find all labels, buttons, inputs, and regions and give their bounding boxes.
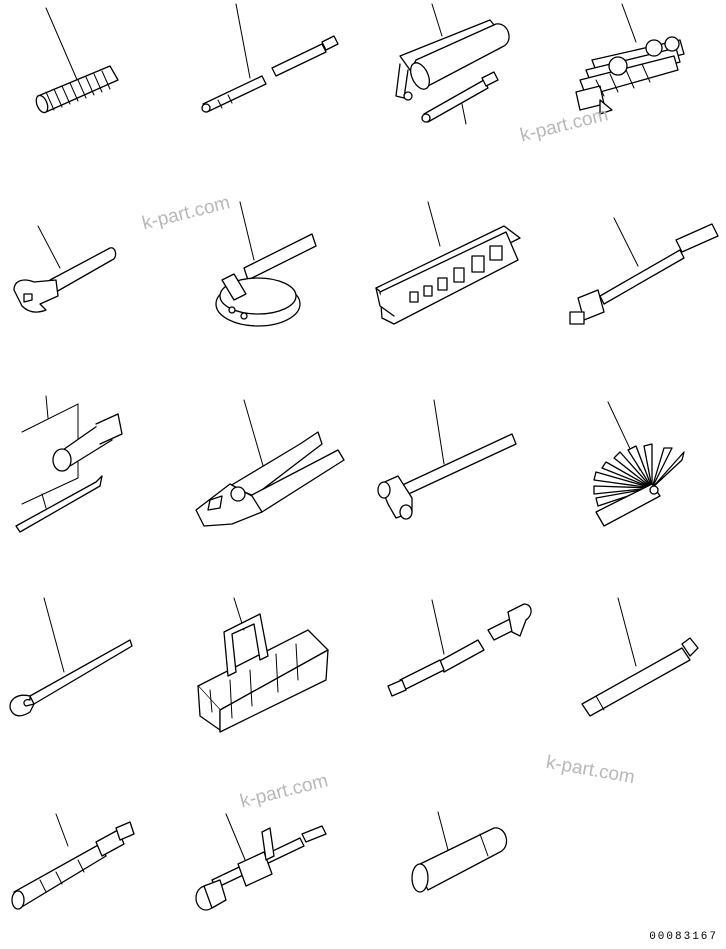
pump-handle-and-bar-illustration bbox=[395, 3, 510, 125]
filter-band-wrench-illustration bbox=[215, 201, 317, 327]
grease-gun-illustration bbox=[387, 599, 532, 697]
long-extension-bar-illustration bbox=[201, 3, 339, 113]
hammer-illustration bbox=[377, 399, 517, 520]
injector-puller-illustration bbox=[11, 813, 135, 910]
feeler-gauge-illustration bbox=[593, 401, 685, 527]
screwdriver-illustration bbox=[581, 597, 699, 717]
slide-hammer-puller-illustration bbox=[195, 813, 327, 911]
document-number: 00083167 bbox=[649, 931, 718, 943]
socket-set-case-illustration bbox=[375, 201, 521, 325]
adjustable-wrench-illustration bbox=[13, 225, 117, 313]
wrench-set-illustration bbox=[575, 3, 685, 115]
pliers-illustration bbox=[195, 399, 345, 527]
socket-wrench-and-bar-illustration bbox=[15, 395, 123, 533]
tool-bag-illustration bbox=[197, 597, 329, 733]
socket-wrench-illustration bbox=[411, 811, 508, 893]
coiled-spring-illustration bbox=[35, 7, 119, 114]
pry-bar-illustration bbox=[9, 597, 133, 717]
socket-extension-bar-illustration bbox=[569, 217, 719, 325]
